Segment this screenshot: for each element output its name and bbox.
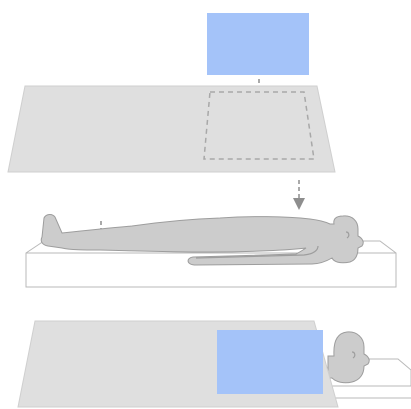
sheet-to-torso-arrow-icon [293, 180, 305, 210]
blue-panel [207, 13, 309, 75]
blue-panel-placed [217, 330, 323, 394]
